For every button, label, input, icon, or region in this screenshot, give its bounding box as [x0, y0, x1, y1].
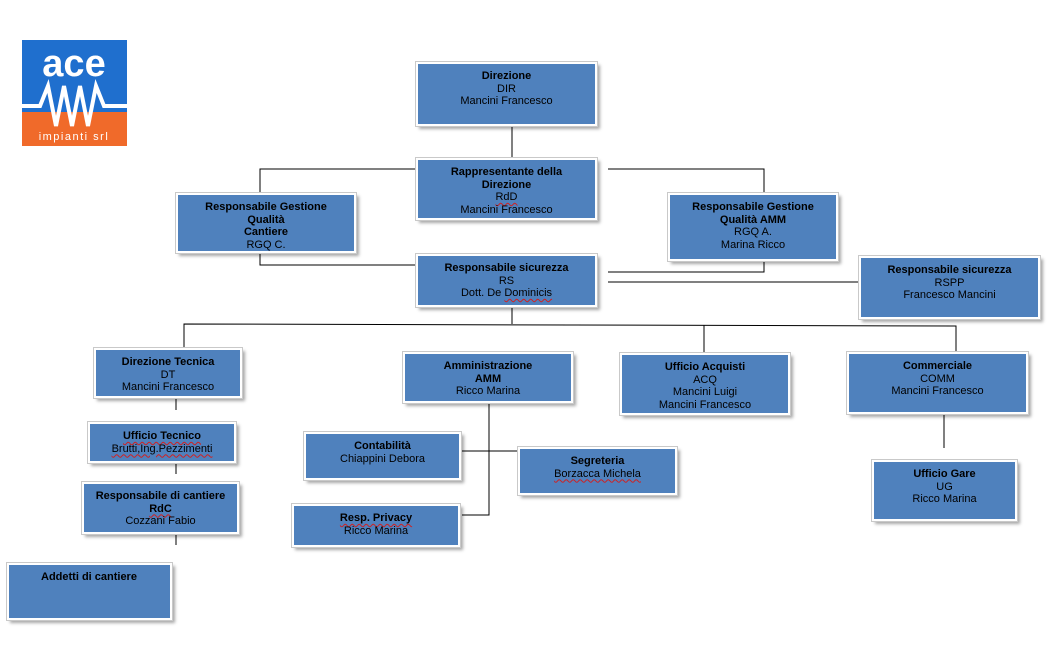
connector — [259, 252, 418, 266]
node-commerciale: Commerciale COMM Mancini Francesco — [847, 352, 1028, 414]
node-resp-privacy: Resp. Privacy Ricco Marina — [292, 504, 460, 547]
node-rgq-amm: Responsabile Gestione Qualità AMM RGQ A.… — [668, 193, 838, 261]
connector — [259, 168, 418, 194]
node-ufficio-tecnico: Ufficio Tecnico Brutti,Ing.Pezzimenti — [88, 422, 236, 463]
node-rappresentante-direzione: Rappresentante della Direzione RdD Manci… — [416, 158, 597, 220]
node-addetti-cantiere: Addetti di cantiere — [7, 563, 172, 620]
node-responsabile-cantiere: Responsabile di cantiere RdC Cozzani Fab… — [82, 482, 239, 534]
node-ufficio-acquisti: Ufficio Acquisti ACQ Mancini Luigi Manci… — [620, 353, 790, 415]
logo-top-panel — [22, 40, 127, 112]
connector — [183, 323, 957, 352]
logo-tagline: impianti srl — [39, 131, 110, 143]
node-rgq-cantiere: Responsabile Gestione Qualità Cantiere R… — [176, 193, 356, 253]
node-amministrazione: Amministrazione AMM Ricco Marina — [403, 352, 573, 403]
ace-impianti-logo: ace impianti srl — [22, 40, 127, 146]
connector — [462, 403, 490, 516]
connector — [608, 168, 765, 194]
node-ufficio-gare: Ufficio Gare UG Ricco Marina — [872, 460, 1017, 521]
logo-wave — [22, 79, 127, 127]
node-segreteria: Segreteria Borzacca Michela — [518, 447, 677, 495]
node-direzione-tecnica: Direzione Tecnica DT Mancini Francesco — [94, 348, 242, 398]
node-contabilita: Contabilità Chiappini Debora — [304, 432, 461, 480]
node-direzione: Direzione DIR Mancini Francesco — [416, 62, 597, 126]
logo-word: ace — [42, 43, 105, 85]
node-rspp: Responsabile sicurezza RSPP Francesco Ma… — [859, 256, 1040, 319]
node-responsabile-sicurezza: Responsabile sicurezza RS Dott. De Domin… — [416, 254, 597, 307]
connector — [608, 260, 765, 273]
